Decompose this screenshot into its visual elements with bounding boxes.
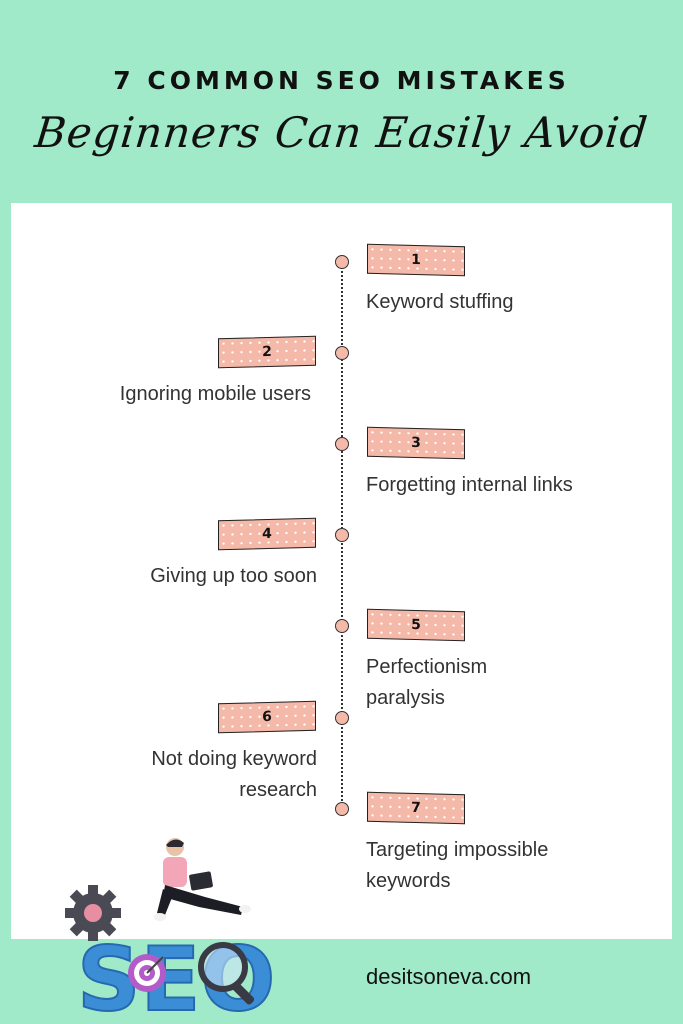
mistake-label: Keyword stuffing (366, 291, 514, 313)
timeline-dot (335, 437, 349, 451)
mistake-label: Not doing keyword research (151, 744, 317, 806)
magnifier-icon (198, 942, 255, 1005)
footer-url[interactable]: desitsoneva.com (366, 964, 532, 989)
timeline-dot (335, 255, 349, 269)
page-subtitle: Beginners Can Easily Avoid (32, 108, 651, 157)
mistake-label-line: keywords (366, 870, 451, 892)
timeline-dot (335, 346, 349, 360)
number-label: 3 (411, 434, 421, 452)
number-tag: 2 (218, 335, 316, 369)
mistake-label-line: paralysis (366, 687, 445, 709)
number-tag: 5 (367, 608, 465, 642)
mistake-label-line: research (239, 779, 317, 801)
number-label: 2 (262, 343, 272, 361)
timeline-dot (335, 528, 349, 542)
mistake-label: Giving up too soon (150, 565, 317, 587)
number-label: 1 (411, 251, 421, 269)
number-label: 5 (411, 616, 421, 634)
mistake-label: Targeting impossible keywords (366, 835, 548, 897)
timeline-dot (335, 802, 349, 816)
target-icon (128, 954, 166, 992)
mistake-label: Perfectionism paralysis (366, 652, 487, 714)
mistake-label-line: Perfectionism (366, 656, 488, 678)
timeline-dot (335, 619, 349, 633)
mistake-label: Forgetting internal links (366, 474, 573, 496)
number-tag: 4 (218, 517, 316, 551)
number-label: 7 (411, 799, 421, 817)
number-tag: 3 (367, 426, 465, 460)
page-title: 7 COMMON SEO MISTAKES (113, 66, 570, 95)
number-tag: 6 (218, 700, 316, 734)
number-tag: 7 (367, 791, 465, 825)
seo-illustration: SEO (65, 838, 276, 1020)
mistake-label-line: Not doing keyword (151, 748, 317, 770)
number-label: 6 (262, 708, 272, 726)
mistake-label: Ignoring mobile users (119, 383, 311, 405)
number-label: 4 (262, 525, 272, 543)
mistake-label-line: Targeting impossible (366, 839, 549, 861)
person-icon (154, 838, 251, 921)
timeline-dot (335, 711, 349, 725)
gear-icon (65, 885, 121, 941)
number-tag: 1 (367, 243, 465, 277)
